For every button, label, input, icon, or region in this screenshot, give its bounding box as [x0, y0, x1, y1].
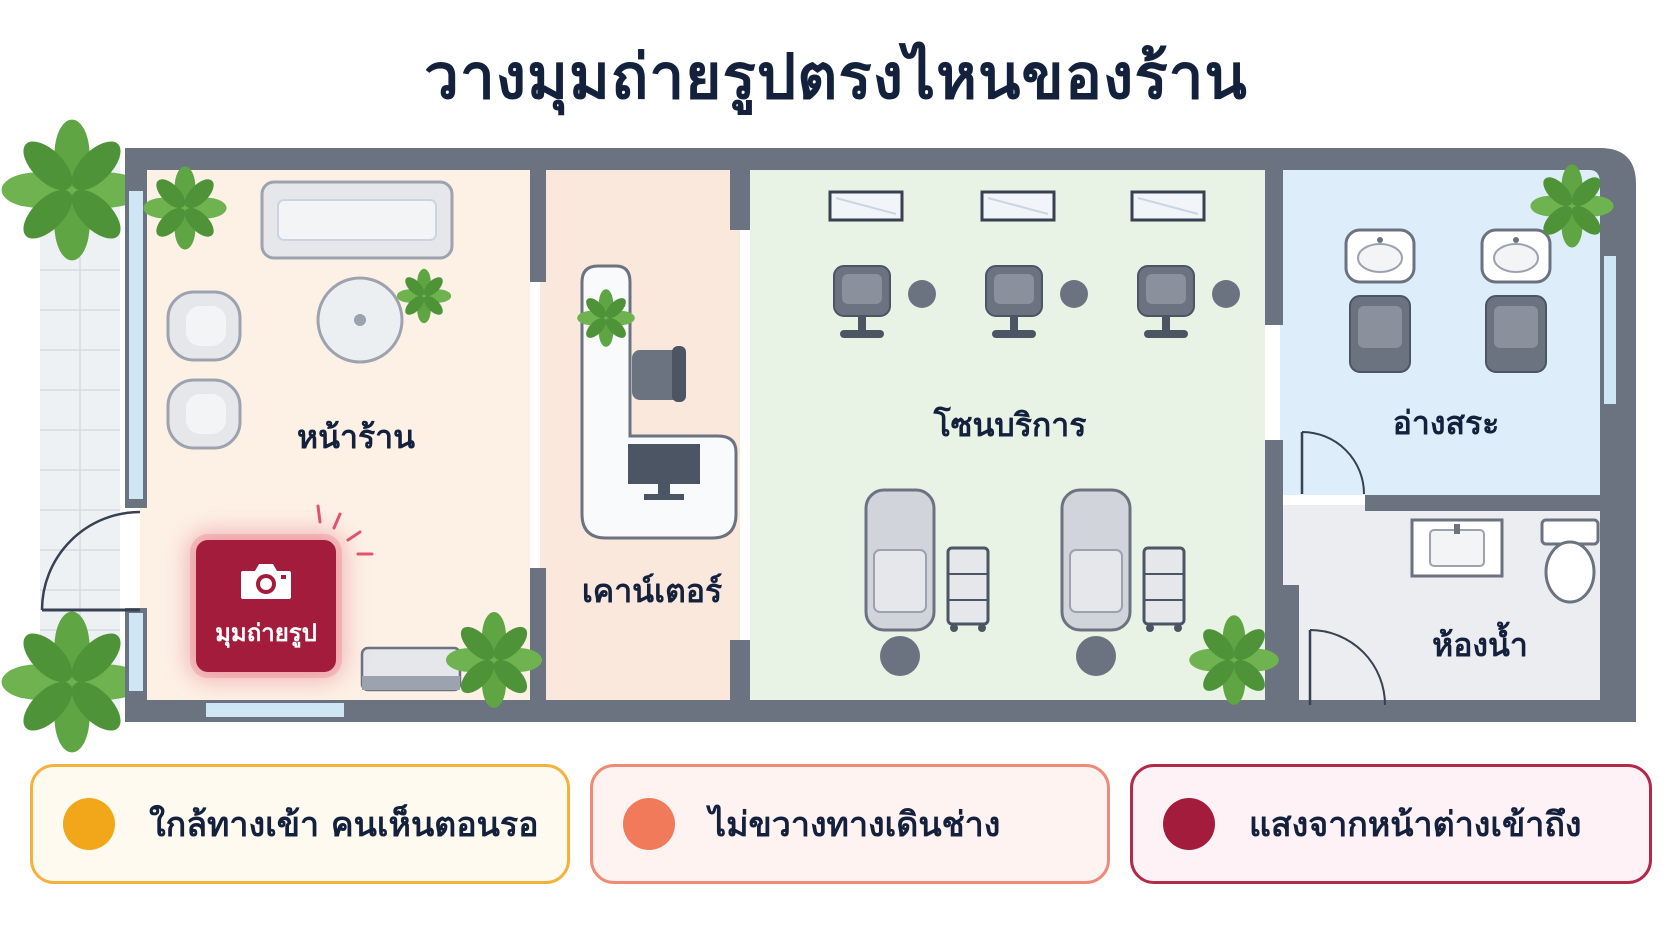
stool — [1212, 280, 1240, 308]
windows — [127, 189, 1618, 719]
wash-basin — [1344, 228, 1416, 284]
legend-card-light: แสงจากหน้าต่างเข้าถึง — [1130, 764, 1652, 884]
wash-basin — [1480, 228, 1552, 284]
mirror-icon — [828, 190, 904, 222]
sidewalk — [1, 119, 143, 753]
legend-dot-icon — [1163, 798, 1215, 850]
trolley — [946, 546, 990, 634]
mirror-icon — [1130, 190, 1206, 222]
legend-card-entrance: ใกล้ทางเข้า คนเห็นตอนรอ — [30, 764, 570, 884]
wash-door[interactable] — [1300, 431, 1365, 495]
room-label-service: โซนบริการ — [933, 406, 1087, 444]
sofa — [260, 180, 454, 260]
trolley — [1142, 546, 1186, 634]
legend-text: ไม่ขวางทางเดินช่าง — [709, 805, 1001, 845]
camera-icon — [241, 563, 291, 599]
toilet-icon — [1540, 518, 1600, 604]
mirror-icon — [980, 190, 1056, 222]
round-table — [316, 276, 404, 364]
legend-text: แสงจากหน้าต่างเข้าถึง — [1249, 805, 1582, 845]
wash-chair — [1349, 295, 1411, 373]
bathroom-sink — [1410, 518, 1504, 578]
highlight-rays — [316, 504, 374, 556]
legend-dot-icon — [63, 798, 115, 850]
room-label-bathroom: ห้องน้ำ — [1432, 621, 1528, 664]
stool — [908, 280, 936, 308]
page-title: วางมุมถ่ายรูปตรงไหนของร้าน — [424, 40, 1248, 113]
armchair — [166, 290, 242, 362]
bathroom-door[interactable] — [1308, 629, 1386, 706]
armchair — [166, 378, 242, 450]
wash-chair — [1485, 295, 1547, 373]
room-label-counter: เคาน์เตอร์ — [582, 572, 722, 610]
bench — [360, 646, 462, 692]
photo-spot-marker[interactable]: มุมถ่ายรูป — [196, 540, 336, 672]
legend-text: ใกล้ทางเข้า คนเห็นตอนรอ — [149, 805, 539, 845]
room-label-front: หน้าร้าน — [297, 418, 415, 456]
legend-dot-icon — [623, 798, 675, 850]
photo-spot-label: มุมถ่ายรูป — [215, 618, 317, 647]
legend-card-walkway: ไม่ขวางทางเดินช่าง — [590, 764, 1110, 884]
entrance-door[interactable] — [40, 510, 141, 612]
stool — [1060, 280, 1088, 308]
room-label-wash: อ่างสระ — [1393, 404, 1500, 442]
